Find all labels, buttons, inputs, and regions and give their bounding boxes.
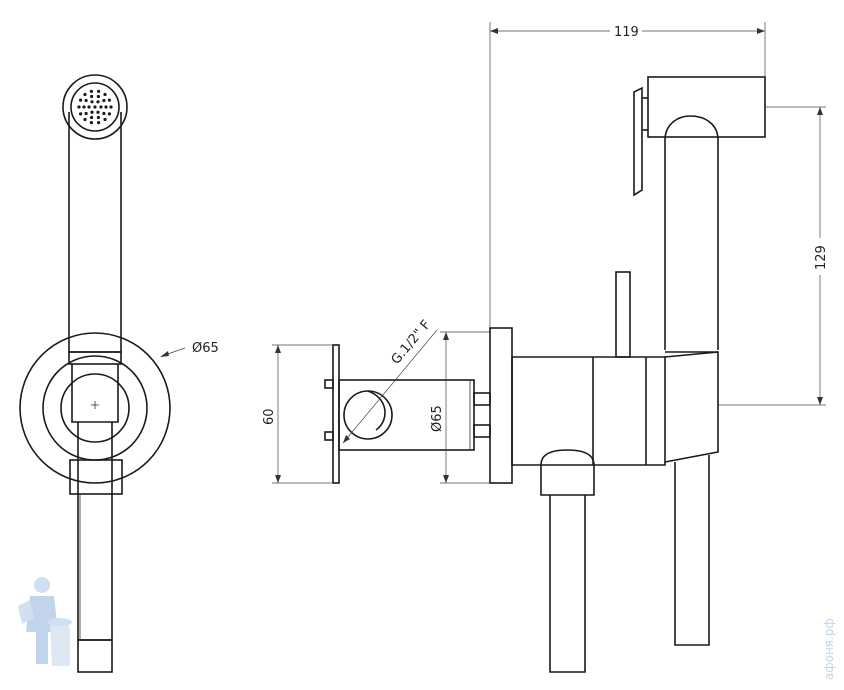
front-holder — [71, 364, 119, 423]
nozzle-dot — [102, 111, 106, 116]
side-outlet-hose — [549, 495, 586, 673]
thread-leader-arrow — [343, 435, 350, 443]
front-holder-bracket — [69, 459, 123, 495]
box-valve-arc — [367, 390, 386, 431]
front-body-collar — [68, 351, 122, 365]
thread-label: G.1/2" F — [389, 318, 434, 368]
nozzle-dot — [103, 92, 107, 97]
front-view: Ø65 — [19, 74, 219, 673]
thread-leader — [342, 329, 438, 444]
box-tab-top — [324, 379, 334, 389]
nozzle-dot — [109, 105, 113, 109]
front-flange-outer — [19, 332, 171, 484]
nozzle-dot — [96, 100, 100, 104]
side-outlet-nut — [540, 449, 595, 496]
dim-129-arrow-top — [817, 107, 823, 115]
nozzle-dot — [83, 92, 87, 97]
nozzle-dot — [79, 98, 83, 102]
nozzle-dot — [84, 98, 88, 103]
spray-nozzles — [77, 89, 113, 125]
box-back-plate — [332, 344, 340, 484]
nozzle-dot — [89, 89, 93, 93]
nozzle-dot — [90, 100, 94, 104]
nozzle-dot — [97, 121, 101, 125]
dim-65-side-label: Ø65 — [430, 405, 445, 432]
side-shower-hose — [674, 455, 710, 646]
dim-65-arrow-top — [443, 332, 449, 340]
side-spray-head — [647, 76, 766, 138]
nozzle-dot — [79, 112, 83, 116]
nozzle-dot — [90, 115, 94, 120]
dim-119-arrow-left — [490, 28, 498, 34]
nozzle-dot — [87, 105, 91, 109]
nozzle-dot — [96, 110, 100, 114]
box-tab-bottom — [324, 431, 334, 441]
side-handshower-body — [664, 115, 719, 350]
nozzle-dot — [83, 117, 87, 122]
nozzle-dot — [96, 94, 100, 99]
nozzle-dot — [93, 105, 97, 109]
side-flange — [489, 327, 513, 484]
front-hose-end — [77, 639, 113, 673]
plumber-logo-icon — [18, 577, 72, 666]
nozzle-dot — [96, 115, 100, 120]
nozzle-dot — [90, 94, 94, 99]
box-body — [338, 379, 475, 451]
nozzle-dot — [84, 111, 88, 116]
nozzle-dot — [97, 89, 101, 93]
side-holder — [664, 351, 719, 463]
nozzle-dot — [77, 105, 81, 109]
box-connector-bottom — [473, 424, 491, 438]
side-lever — [615, 271, 631, 358]
dim-129-label: 129 — [814, 245, 829, 270]
nozzle-dot — [99, 105, 103, 109]
nozzle-dot — [107, 98, 111, 102]
front-flange-core — [60, 373, 130, 443]
front-handshower-body — [68, 112, 122, 353]
nozzle-dot — [89, 121, 93, 125]
box-connector-top — [473, 392, 491, 406]
nozzle-dot — [104, 105, 108, 109]
dim-119-label: 119 — [614, 25, 639, 40]
nozzle-dot — [82, 105, 86, 109]
wall-box-view: 60 Ø65 G.1/2" F — [262, 318, 491, 484]
side-trigger — [633, 86, 643, 197]
front-spray-head-outer — [62, 74, 128, 140]
front-dia-65-label: Ø65 — [192, 341, 219, 356]
watermark-text: афоня.рф — [822, 618, 836, 680]
nozzle-dot — [103, 117, 107, 122]
dim-60-arrow-bottom — [275, 475, 281, 483]
dim-119-arrow-right — [757, 28, 765, 34]
side-valve-body — [511, 356, 666, 466]
nozzle-dot — [90, 110, 94, 114]
dim-129-arrow-bottom — [817, 397, 823, 405]
nozzle-dot — [102, 98, 106, 103]
dim-60-label: 60 — [262, 408, 277, 425]
side-view: 119 129 — [489, 22, 829, 673]
watermark: афоня.рф — [18, 577, 836, 680]
dim-60-arrow-top — [275, 345, 281, 353]
front-spray-head-inner — [70, 82, 120, 132]
front-dia-arrow — [160, 351, 169, 357]
nozzle-dot — [107, 112, 111, 116]
front-hose — [77, 422, 113, 641]
dim-65-arrow-bottom — [443, 475, 449, 483]
